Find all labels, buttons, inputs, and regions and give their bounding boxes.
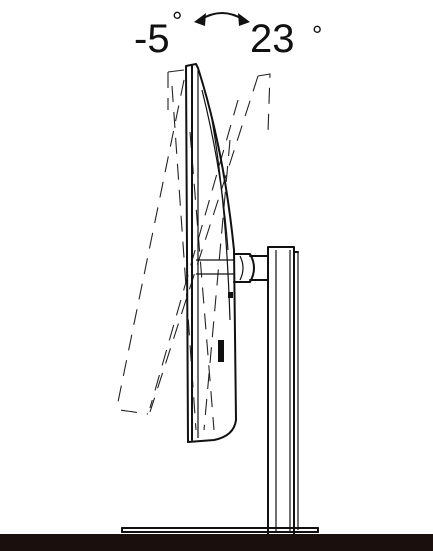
stand-base xyxy=(121,527,319,533)
tilt-max-degree: ° xyxy=(312,20,322,50)
stand-hinge xyxy=(233,253,269,283)
tilt-min-degree: ° xyxy=(172,6,182,36)
port-block xyxy=(218,340,224,362)
tilt-min-label: -5 xyxy=(134,17,170,61)
tilt-back-outline xyxy=(117,69,271,415)
stand-neck xyxy=(267,246,299,536)
ground-surface xyxy=(0,534,433,551)
tilt-arrow-icon xyxy=(194,12,250,26)
monitor-panel xyxy=(185,63,237,443)
tilt-max-label: 23 xyxy=(250,17,295,61)
tilt-forward-outline xyxy=(171,85,231,431)
button-nub xyxy=(228,292,233,298)
tilt-range-header: -5 ° 23 ° xyxy=(134,6,322,61)
